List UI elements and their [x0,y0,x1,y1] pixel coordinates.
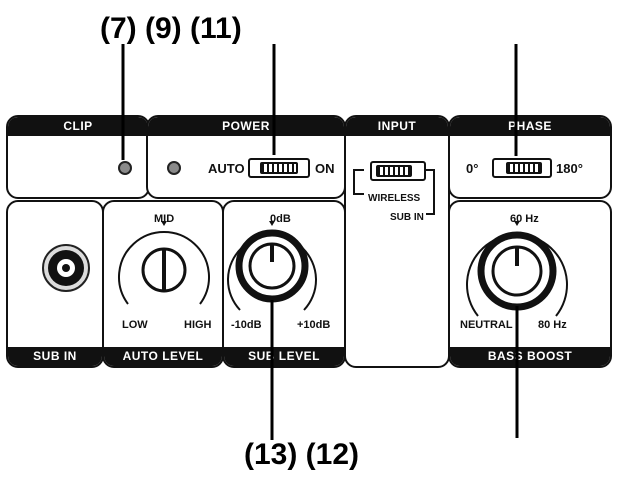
power-mode-switch[interactable] [248,158,310,178]
input-sub-in-bracket [426,169,435,215]
clip-led-indicator [118,161,132,175]
phase-panel: PHASE 0° 180° [448,115,612,199]
phase-header: PHASE [450,117,610,136]
sub-level-0db-tick [269,221,275,226]
bass-boost-knob[interactable] [477,231,557,311]
bass-boost-footer: BASS BOOST [450,347,610,366]
power-switch-knob[interactable] [260,162,298,174]
power-on-label: ON [315,161,335,176]
bass-boost-neutral-label: NEUTRAL [460,319,513,331]
bass-boost-panel: 60 Hz NEUTRAL 80 Hz BASS BOOST [448,200,612,368]
auto-level-mid-label: MID [154,213,175,225]
auto-level-high-label: HIGH [184,319,212,331]
phase-switch[interactable] [492,158,552,178]
input-wireless-bracket [353,169,364,195]
callout-label-7-9-11: (7) (9) (11) [100,12,242,45]
sub-level-footer: SUB LEVEL [224,347,344,366]
auto-level-scale-arc [118,231,210,305]
sub-level-knob[interactable] [235,229,309,303]
power-header: POWER [148,117,344,136]
auto-level-knob[interactable] [141,247,187,293]
power-led-indicator [167,161,181,175]
bass-boost-80hz-label: 80 Hz [538,319,567,331]
input-header: INPUT [346,117,448,136]
phase-0-degree-label: 0° [466,161,479,176]
power-panel: POWER AUTO ON [146,115,346,199]
sub-level-plus-10db-label: +10dB [297,319,331,331]
phase-switch-knob[interactable] [506,162,542,174]
clip-panel: CLIP [6,115,150,199]
bass-boost-60hz-tick [514,221,520,226]
input-wireless-label: WIRELESS [368,193,421,204]
sub-in-footer: SUB IN [8,347,102,366]
sub-level-0db-label: 0dB [270,213,291,225]
sub-level-minus-10db-label: -10dB [231,319,262,331]
input-select-switch[interactable] [370,161,426,181]
phase-180-degree-label: 180° [556,161,583,176]
auto-level-low-label: LOW [122,319,148,331]
input-switch-knob[interactable] [376,165,412,177]
clip-header: CLIP [8,117,148,136]
callout-label-13-12: (13) (12) [244,438,360,471]
sub-in-jack[interactable] [42,244,90,292]
input-sub-in-label: SUB IN [390,212,424,223]
power-auto-label: AUTO [208,161,245,176]
auto-level-footer: AUTO LEVEL [104,347,222,366]
auto-level-mid-tick [161,221,167,226]
